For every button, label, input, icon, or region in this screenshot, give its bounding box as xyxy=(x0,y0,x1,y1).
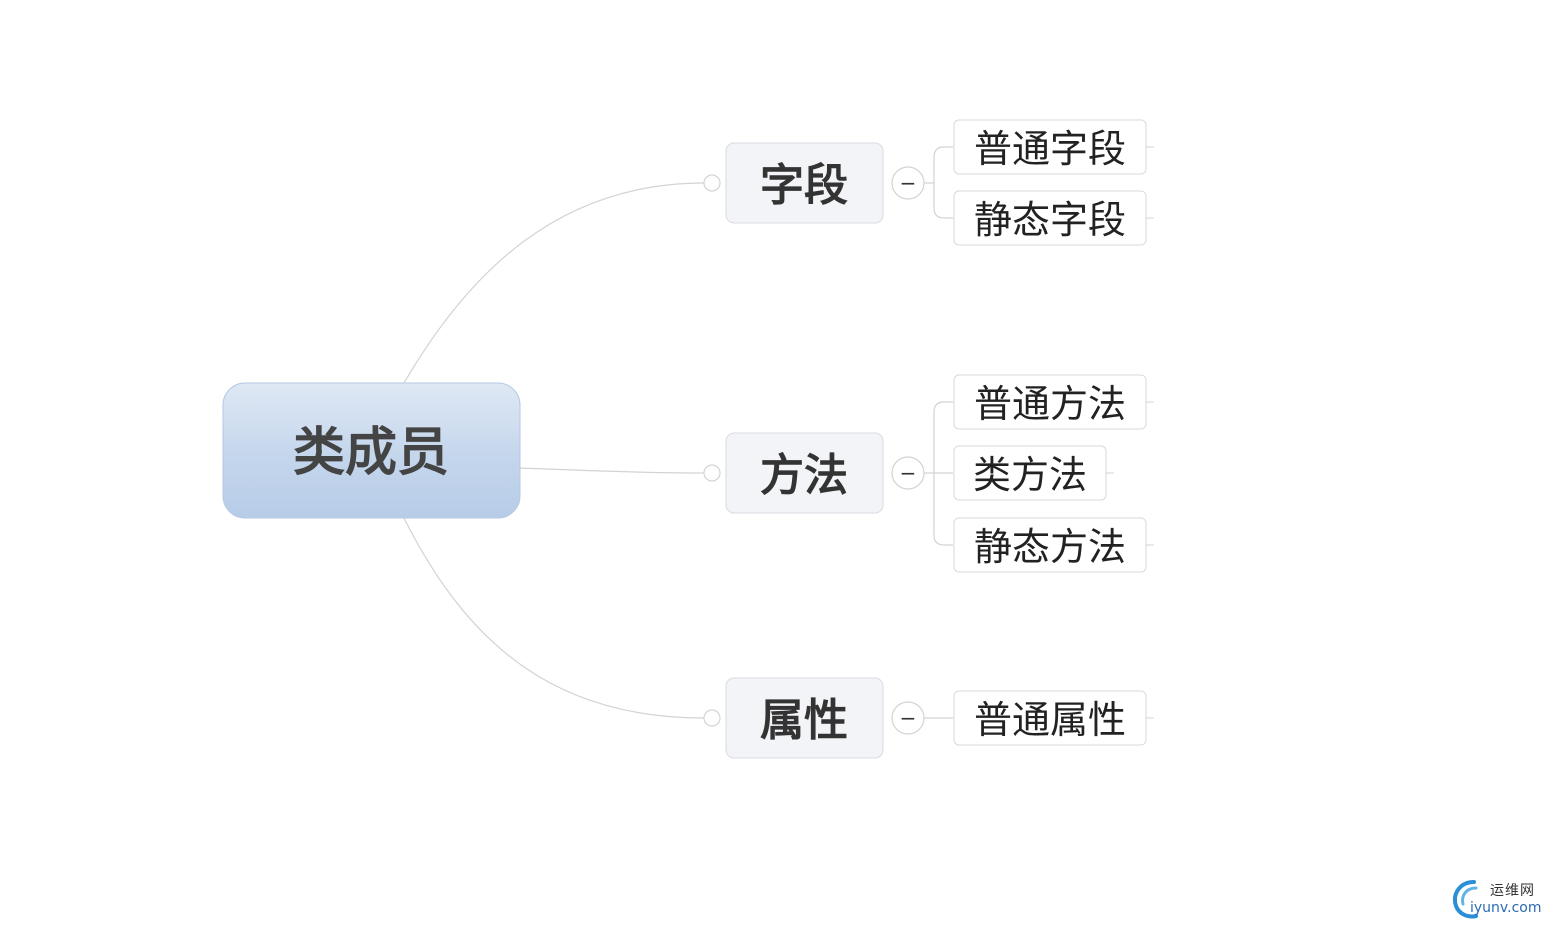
connector-root-branch-3 xyxy=(403,517,705,719)
leaf-node[interactable]: 静态方法 xyxy=(953,517,1154,573)
branch-label-3: 属性 xyxy=(760,695,848,746)
branch-label-2: 方法 xyxy=(760,450,848,501)
branch-label-1: 字段 xyxy=(760,160,848,211)
watermark-logo: 运维网 iyunv.com xyxy=(1450,876,1554,922)
leaf-label: 静态方法 xyxy=(974,525,1126,569)
branch-connector-dot xyxy=(703,464,721,482)
leaf-label: 普通方法 xyxy=(974,382,1126,426)
leaf-node[interactable]: 普通字段 xyxy=(953,119,1154,175)
leaf-node[interactable]: 普通属性 xyxy=(953,690,1154,746)
connectors-branch-1-leaves xyxy=(924,146,953,219)
root-node[interactable]: 类成员 xyxy=(222,382,521,519)
collapse-toggle-2[interactable]: − xyxy=(891,456,925,490)
branch-node-3[interactable]: 属性 xyxy=(703,677,884,759)
collapse-icon: − xyxy=(900,706,917,730)
watermark-cn-text: 运维网 xyxy=(1490,883,1535,899)
leaf-node[interactable]: 类方法 xyxy=(953,445,1114,501)
branch-connector-dot xyxy=(703,709,721,727)
leaf-label: 普通字段 xyxy=(974,127,1126,171)
leaf-label: 静态字段 xyxy=(974,198,1126,242)
branch-connector-dot xyxy=(703,174,721,192)
branch-node-1[interactable]: 字段 xyxy=(703,142,884,224)
collapse-toggle-1[interactable]: − xyxy=(891,166,925,200)
collapse-toggle-3[interactable]: − xyxy=(891,701,925,735)
connectors-branch-2-leaves xyxy=(924,401,953,546)
connector-root-branch-2 xyxy=(519,467,705,474)
leaf-label: 普通属性 xyxy=(974,698,1126,742)
watermark-swirl-icon xyxy=(1453,880,1478,919)
watermark-en-text: iyunv.com xyxy=(1470,900,1542,916)
leaf-node[interactable]: 普通方法 xyxy=(953,374,1154,430)
leaf-node[interactable]: 静态字段 xyxy=(953,190,1154,246)
connector-root-branch-1 xyxy=(403,182,705,384)
branch-node-2[interactable]: 方法 xyxy=(703,432,884,514)
root-label: 类成员 xyxy=(293,423,449,483)
leaf-label: 类方法 xyxy=(973,453,1087,497)
collapse-icon: − xyxy=(900,171,917,195)
collapse-icon: − xyxy=(900,461,917,485)
